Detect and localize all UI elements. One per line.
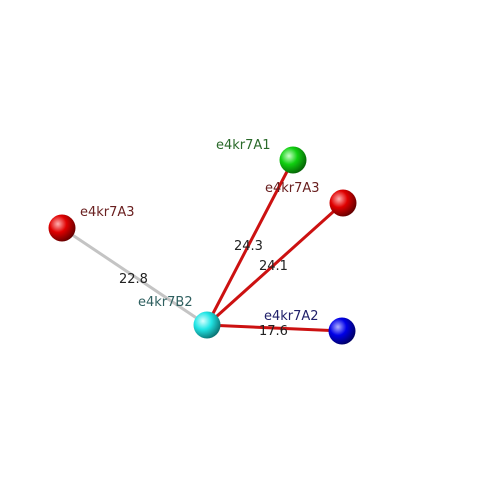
node-label-green: e4kr7A1 [216, 138, 271, 153]
node-sphere-red-right [329, 189, 357, 217]
edge-center-to-red-right [205, 201, 345, 327]
node-sphere-center [193, 311, 221, 339]
node-sphere-blue [328, 317, 356, 345]
distance-label-red-right: 24.1 [259, 259, 288, 274]
edge-center-to-red-left [61, 226, 208, 327]
node-label-red-right: e4kr7A3 [265, 181, 320, 196]
node-sphere-green [279, 146, 307, 174]
node-label-center: e4kr7B2 [138, 295, 193, 310]
edge-center-to-green [205, 159, 295, 326]
edge-center-to-blue [206, 323, 343, 333]
node-label-red-left: e4kr7A3 [80, 205, 135, 220]
distance-label-red-left: 22.8 [119, 272, 148, 287]
node-sphere-red-left [48, 214, 76, 242]
node-label-blue: e4kr7A2 [264, 309, 319, 324]
distance-label-blue: 17.6 [259, 324, 288, 339]
distance-label-green: 24.3 [234, 239, 263, 254]
